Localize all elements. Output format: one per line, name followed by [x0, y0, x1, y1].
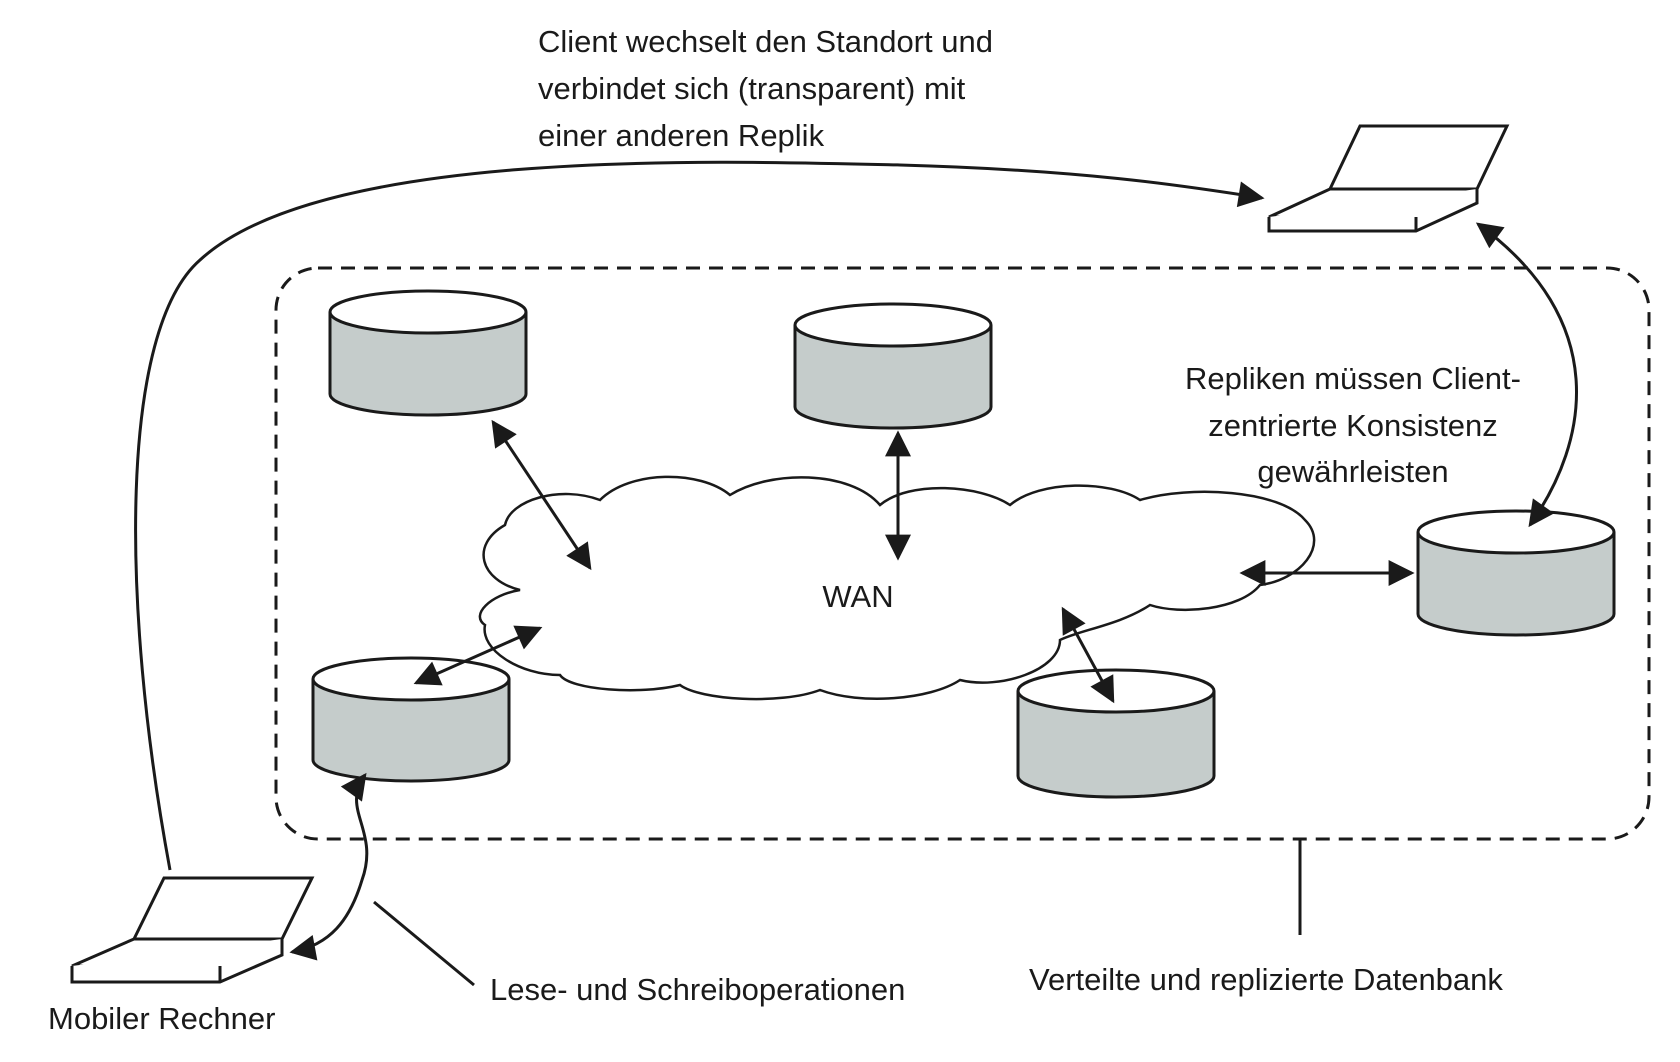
replica-cylinder-bottom-center — [1016, 668, 1216, 799]
arrow-top-left-wan — [491, 419, 592, 571]
database-boundary — [274, 266, 1651, 841]
replica-cylinder-top-center — [793, 302, 993, 430]
wan-label: WAN — [822, 579, 893, 614]
replicas-must-line-3: gewährleisten — [1257, 454, 1448, 489]
arrow-bottom-left-wan — [413, 625, 543, 686]
replica-cylinder-top-left — [328, 289, 528, 417]
client-moves-line-2: verbindet sich (transparent) mit — [538, 71, 966, 106]
read-write-arrow — [289, 772, 369, 961]
relocated-client-replica-arrow — [1475, 222, 1578, 528]
arrow-bottom-center-wan — [1061, 606, 1115, 704]
replica-cylinder-bottom-left — [311, 656, 511, 783]
client-moves-line-1: Client wechselt den Standort und — [538, 24, 993, 59]
distributed-db-label: Verteilte und replizierte Datenbank — [1029, 962, 1503, 997]
replica-cylinder-right — [1416, 509, 1616, 637]
replicas-must-line-2: zentrierte Konsistenz — [1208, 408, 1497, 443]
relocated-laptop-top-right-icon — [1267, 124, 1510, 233]
mobile-computer-label: Mobiler Rechner — [48, 1001, 275, 1036]
read-write-label-leader — [373, 900, 475, 987]
client-relocation-curve — [134, 160, 1265, 871]
mobile-laptop-bottom-left-icon — [70, 876, 315, 984]
client-moves-line-3: einer anderen Replik — [538, 118, 825, 153]
replicas-must-line-1: Repliken müssen Client- — [1185, 361, 1521, 396]
read-write-ops-label: Lese- und Schreiboperationen — [490, 972, 905, 1007]
